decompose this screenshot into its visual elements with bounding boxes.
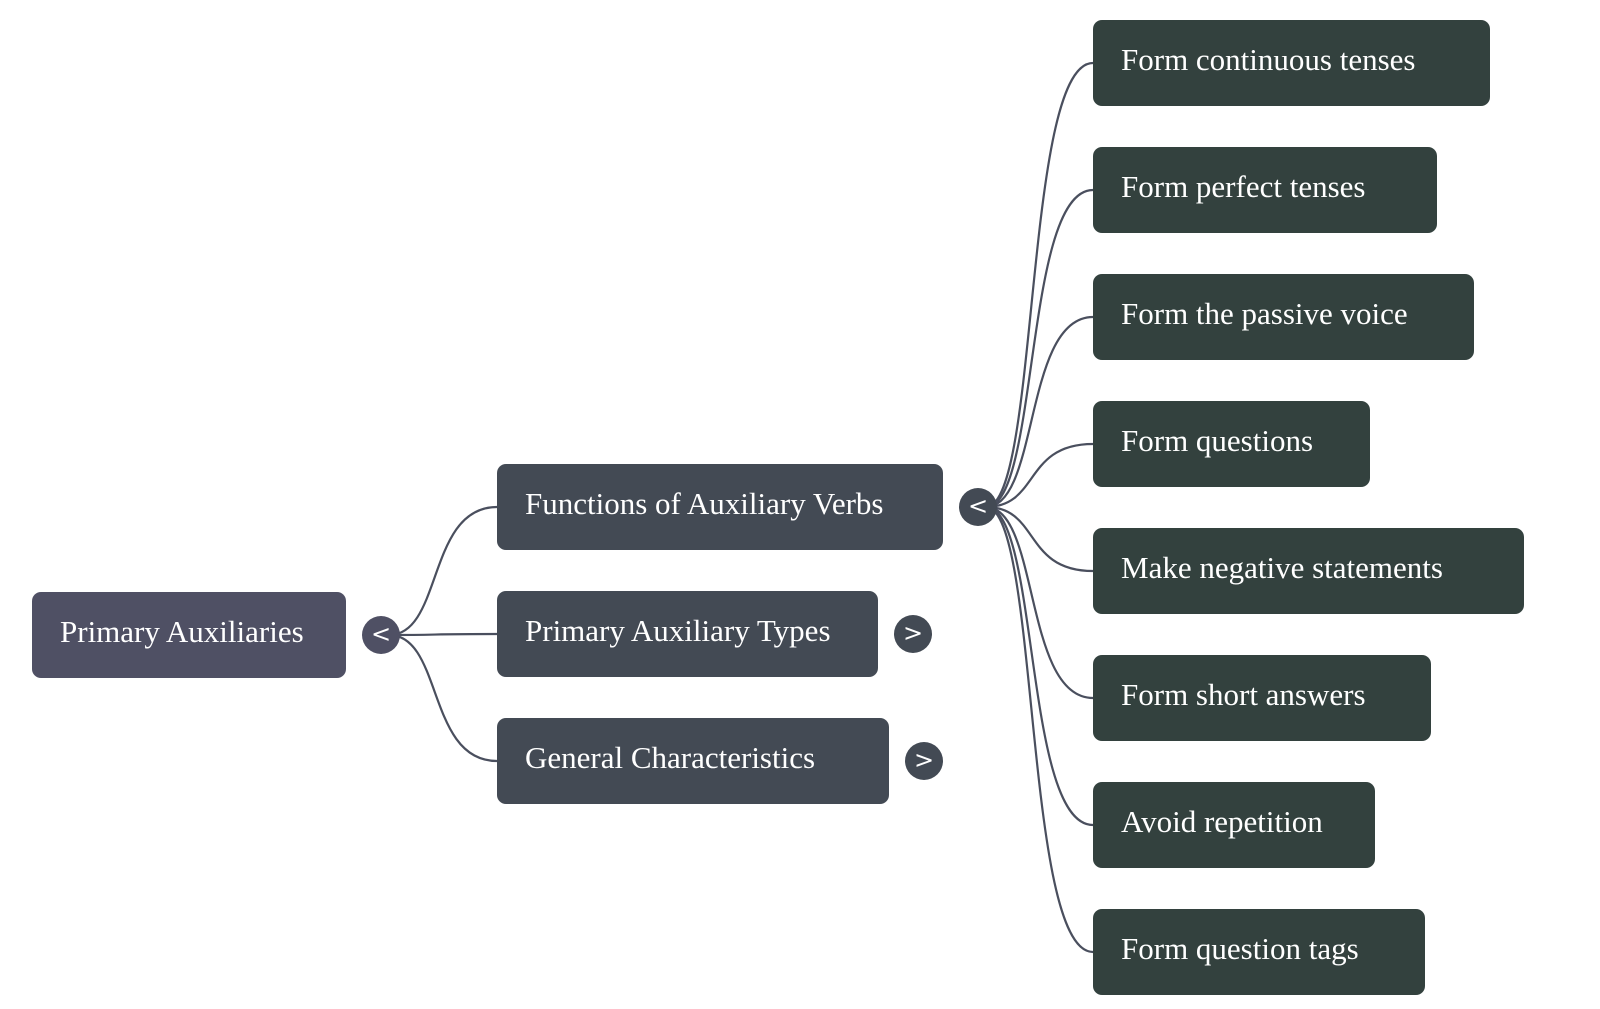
connector-root-to-branch: [388, 505, 498, 637]
connector-branch-to-leaf: [985, 505, 1094, 700]
leaf-node[interactable]: Form question tags: [1093, 909, 1425, 995]
leaf-label: Form question tags: [1121, 931, 1359, 966]
leaf-node[interactable]: Make negative statements: [1093, 528, 1524, 614]
branch-label: Functions of Auxiliary Verbs: [525, 486, 884, 521]
leaf-label: Form continuous tenses: [1121, 42, 1416, 77]
connector-branch-to-leaf: [985, 505, 1094, 954]
leaf-node[interactable]: Avoid repetition: [1093, 782, 1375, 868]
leaf-label: Form the passive voice: [1121, 296, 1408, 331]
connector-branch-to-leaf: [985, 61, 1094, 509]
branch-node-functions[interactable]: Functions of Auxiliary Verbs: [497, 464, 943, 550]
expand-characteristics-toggle-icon[interactable]: >: [905, 742, 943, 780]
expand-types-toggle-icon[interactable]: >: [894, 615, 932, 653]
branch-label: Primary Auxiliary Types: [525, 613, 831, 648]
leaf-label: Form short answers: [1121, 677, 1366, 712]
root-node-label: Primary Auxiliaries: [60, 614, 304, 649]
connector-root-to-branch: [388, 633, 498, 763]
branch-node-characteristics[interactable]: General Characteristics: [497, 718, 889, 804]
branch-node-types[interactable]: Primary Auxiliary Types: [497, 591, 878, 677]
collapse-functions-toggle-icon[interactable]: <: [959, 488, 997, 526]
connector-branch-to-leaf: [985, 505, 1094, 827]
leaf-label: Make negative statements: [1121, 550, 1443, 585]
connector-branch-to-leaf: [985, 315, 1094, 509]
root-node[interactable]: Primary Auxiliaries: [32, 592, 346, 678]
connector-root-to-branch: [388, 632, 498, 637]
branch-label: General Characteristics: [525, 740, 816, 775]
collapse-root-toggle-icon[interactable]: <: [362, 616, 400, 654]
leaf-label: Form perfect tenses: [1121, 169, 1366, 204]
leaf-node[interactable]: Form the passive voice: [1093, 274, 1474, 360]
connector-branch-to-leaf: [985, 442, 1094, 509]
leaf-label: Avoid repetition: [1121, 804, 1323, 839]
connector-branch-to-leaf: [985, 188, 1094, 509]
connector-branch-to-leaf: [985, 505, 1094, 573]
leaf-node[interactable]: Form questions: [1093, 401, 1370, 487]
leaf-label: Form questions: [1121, 423, 1314, 458]
leaf-node[interactable]: Form short answers: [1093, 655, 1431, 741]
leaf-node[interactable]: Form perfect tenses: [1093, 147, 1437, 233]
leaf-node[interactable]: Form continuous tenses: [1093, 20, 1490, 106]
